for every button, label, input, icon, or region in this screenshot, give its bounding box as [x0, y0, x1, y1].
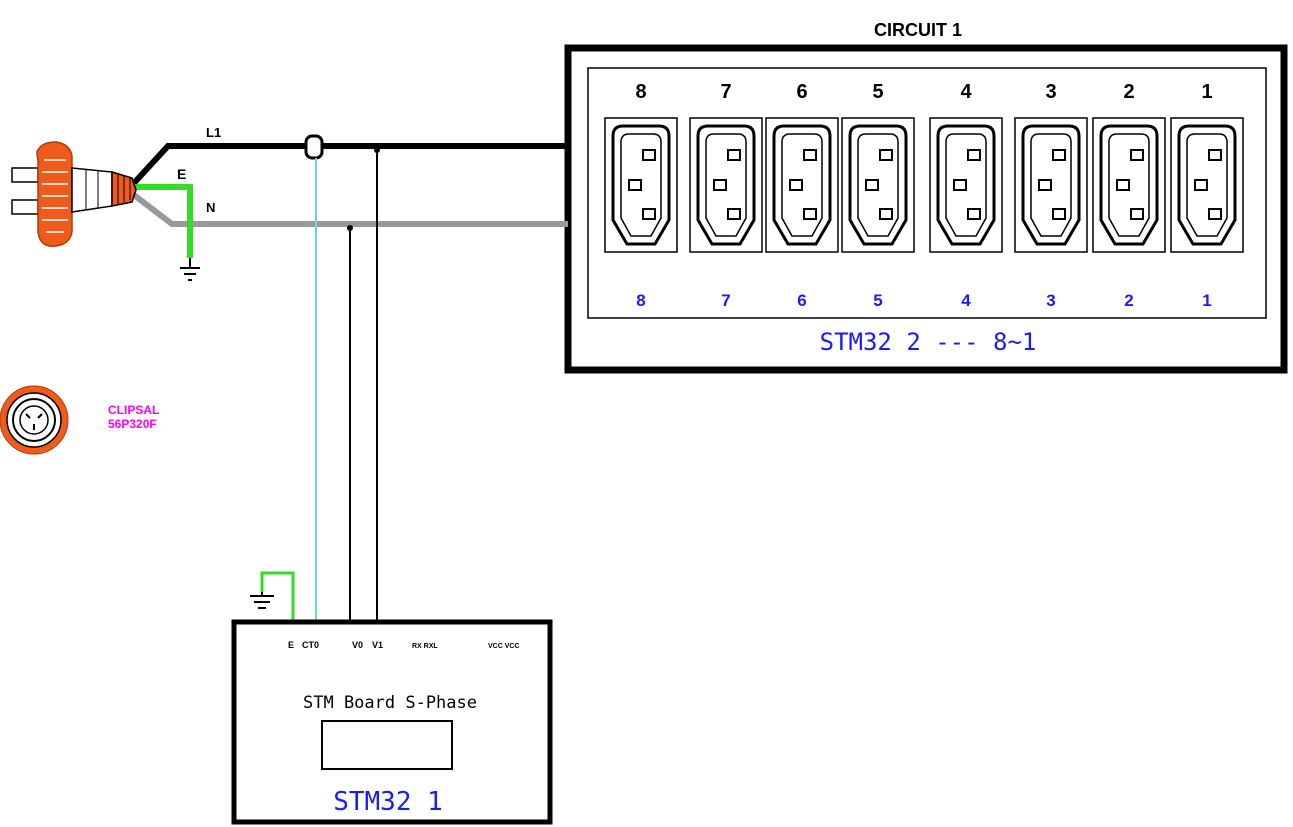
socket-pin-slot — [727, 149, 741, 161]
neutral-wire — [132, 192, 568, 227]
socket-pin-slot — [1116, 179, 1130, 191]
outlet-4: 44 — [929, 81, 1003, 310]
pin-label-v0: V0 — [352, 640, 363, 650]
wire-label-n: N — [206, 200, 215, 215]
socket-icon — [0, 385, 69, 455]
current-transformer-icon — [304, 134, 324, 160]
outlet-6: 66 — [765, 81, 839, 310]
pin-label-vcc: VCC VCC — [488, 643, 520, 650]
outlet-number-top: 7 — [720, 81, 731, 103]
socket-pin-slot — [803, 208, 817, 220]
power-plug-icon — [11, 141, 137, 247]
outlet-number-top: 3 — [1045, 81, 1056, 103]
outlet-number-bottom: 1 — [1202, 291, 1211, 310]
socket-pin-slot — [803, 149, 817, 161]
socket-pin-slot — [967, 208, 981, 220]
socket-pin-slot — [713, 179, 727, 191]
outlet-number-top: 1 — [1201, 81, 1212, 103]
socket-pin-slot — [1038, 179, 1052, 191]
wire-label-l1: L1 — [206, 125, 221, 140]
outlet-3: 33 — [1014, 81, 1088, 310]
socket-pin-slot — [953, 179, 967, 191]
outlet-number-top: 5 — [872, 81, 883, 103]
socket-label-brand: CLIPSAL — [108, 403, 159, 417]
outlet-7: 77 — [689, 81, 763, 310]
outlet-number-top: 2 — [1123, 81, 1134, 103]
socket-pin-slot — [967, 149, 981, 161]
pin-label-ct: CT0 — [302, 640, 319, 650]
socket-pin-slot — [642, 149, 656, 161]
socket-pin-slot — [1130, 208, 1144, 220]
socket-pin-slot — [865, 179, 879, 191]
socket-pin-slot — [727, 208, 741, 220]
pin-label-v1: V1 — [372, 640, 383, 650]
board-name: STM32 1 — [333, 787, 443, 817]
outlet-number-top: 6 — [796, 81, 807, 103]
socket-pin-slot — [1130, 149, 1144, 161]
pin-label-e: E — [288, 640, 294, 650]
socket-pin-slot — [1208, 208, 1222, 220]
outlet-1: 11 — [1170, 81, 1244, 310]
socket-pin-slot — [879, 149, 893, 161]
socket-pin-slot — [642, 208, 656, 220]
outlet-number-bottom: 2 — [1124, 291, 1133, 310]
outlet-number-bottom: 4 — [961, 291, 971, 310]
outlet-number-bottom: 7 — [721, 291, 730, 310]
socket-pin-slot — [1194, 179, 1208, 191]
outlet-number-bottom: 8 — [636, 291, 645, 310]
outlet-5: 55 — [841, 81, 915, 310]
outlet-number-top: 4 — [960, 81, 972, 103]
socket-pin-slot — [1208, 149, 1222, 161]
socket-pin-slot — [1052, 208, 1066, 220]
ground-symbol-top — [180, 258, 200, 281]
wire-label-e: E — [177, 166, 186, 182]
earth-wire — [134, 184, 193, 258]
outlet-2: 22 — [1092, 81, 1166, 310]
board-display-box — [321, 720, 453, 770]
live-wire-l1 — [131, 143, 568, 186]
socket-label-model: 56P320F — [108, 417, 157, 431]
socket-pin-slot — [879, 208, 893, 220]
outlet-number-bottom: 6 — [797, 291, 806, 310]
board-title: STM Board S-Phase — [303, 693, 477, 713]
outlet-number-top: 8 — [635, 81, 646, 103]
circuit-title: CIRCUIT 1 — [874, 20, 962, 40]
board-earth-wire — [260, 571, 295, 622]
ground-symbol-board — [250, 592, 274, 609]
outlet-8: 88 — [604, 81, 678, 310]
pdu-footer-label: STM32 2 --- 8~1 — [820, 328, 1037, 356]
socket-pin-slot — [789, 179, 803, 191]
outlet-number-bottom: 5 — [873, 291, 882, 310]
socket-pin-slot — [628, 179, 642, 191]
pin-label-rx: RX RXL — [412, 643, 438, 650]
socket-pin-slot — [1052, 149, 1066, 161]
outlet-number-bottom: 3 — [1046, 291, 1055, 310]
